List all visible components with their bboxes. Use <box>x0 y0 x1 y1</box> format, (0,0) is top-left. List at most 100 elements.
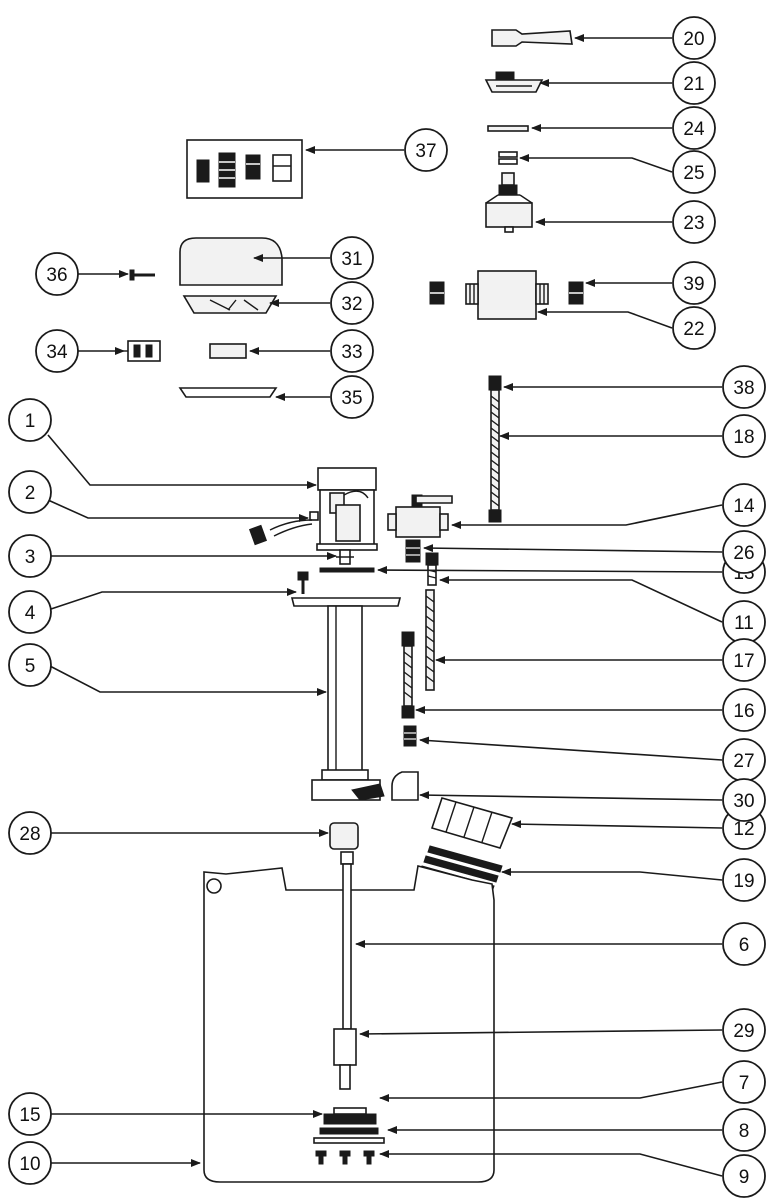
callout-8: 8 <box>722 1108 766 1152</box>
callout-11: 11 <box>722 600 766 644</box>
callout-circle <box>330 236 374 280</box>
part-shaft <box>336 549 354 565</box>
callout-circle <box>672 261 716 305</box>
callout-number: 20 <box>683 29 704 50</box>
callout-number: 6 <box>739 935 750 956</box>
callout-1: 1 <box>8 398 52 442</box>
callout-number: 3 <box>25 547 36 568</box>
part-coupler <box>209 343 247 359</box>
callout-number: 19 <box>733 871 754 892</box>
callout-number: 25 <box>683 163 704 184</box>
part-fitting-kit <box>186 139 303 199</box>
leader-7 <box>379 1081 723 1102</box>
part-nozzle-body <box>485 172 533 233</box>
callout-19: 19 <box>722 858 766 902</box>
callout-number: 10 <box>19 1154 40 1175</box>
part-pump-column <box>290 597 402 801</box>
callout-number: 18 <box>733 427 754 448</box>
leader-22 <box>537 308 673 329</box>
callout-2: 2 <box>8 470 52 514</box>
callout-number: 38 <box>733 378 754 399</box>
part-nozzle-tip <box>491 29 573 47</box>
part-fan <box>182 295 278 314</box>
leader-14 <box>451 504 723 529</box>
callout-number: 30 <box>733 791 754 812</box>
part-drain-cap <box>313 1107 385 1144</box>
callout-24: 24 <box>672 106 716 150</box>
callout-35: 35 <box>330 375 374 419</box>
callout-29: 29 <box>722 1008 766 1052</box>
callout-circle <box>8 811 52 855</box>
callout-number: 8 <box>739 1121 750 1142</box>
part-nut-left <box>429 281 445 305</box>
callout-circle <box>672 106 716 150</box>
callout-34: 34 <box>35 329 79 373</box>
part-gasket-13 <box>319 567 375 573</box>
leader-25 <box>519 154 673 173</box>
callout-number: 22 <box>683 319 704 340</box>
part-bolt-4 <box>297 571 309 594</box>
leader-5 <box>47 664 327 696</box>
leader-19 <box>501 868 723 881</box>
callout-circle <box>8 590 52 634</box>
callout-circle <box>722 858 766 902</box>
part-fitting-27 <box>403 725 417 747</box>
callout-26: 26 <box>722 530 766 574</box>
callout-circle <box>8 643 52 687</box>
part-nut-right <box>568 281 584 305</box>
callout-circle <box>722 530 766 574</box>
callout-circle <box>672 16 716 60</box>
callout-25: 25 <box>672 150 716 194</box>
callout-number: 36 <box>46 265 67 286</box>
callout-number: 29 <box>733 1021 754 1042</box>
callout-number: 23 <box>683 213 704 234</box>
callout-circle <box>672 306 716 350</box>
leader-4 <box>47 588 297 611</box>
callout-3: 3 <box>8 534 52 578</box>
part-filter-cap <box>329 822 359 850</box>
callout-circle <box>722 688 766 732</box>
part-fitting-11 <box>425 552 439 586</box>
callout-number: 21 <box>683 74 704 95</box>
leader-26 <box>423 544 723 553</box>
callout-number: 15 <box>19 1105 40 1126</box>
part-valve <box>387 494 453 563</box>
callout-6: 6 <box>722 922 766 966</box>
callout-circle <box>8 470 52 514</box>
callout-28: 28 <box>8 811 52 855</box>
callout-number: 11 <box>734 613 754 634</box>
callout-circle <box>672 200 716 244</box>
callout-number: 39 <box>683 274 704 295</box>
callout-circle <box>672 61 716 105</box>
callout-16: 16 <box>722 688 766 732</box>
part-hose-16 <box>401 631 415 719</box>
leader-1 <box>47 434 317 489</box>
callout-circle <box>330 329 374 373</box>
part-motor-cover <box>179 237 283 286</box>
callout-number: 1 <box>25 411 36 432</box>
part-fill-cap <box>430 797 514 849</box>
callout-22: 22 <box>672 306 716 350</box>
callout-number: 5 <box>25 656 36 677</box>
leader-27 <box>419 736 723 761</box>
callout-4: 4 <box>8 590 52 634</box>
leader-13 <box>377 566 723 575</box>
callout-bubbles: 1234567891011121314151617181920212223242… <box>8 16 766 1198</box>
part-screws-9 <box>315 1150 375 1165</box>
part-elbow <box>391 771 419 801</box>
callout-circle <box>722 1154 766 1198</box>
part-filter-29 <box>333 1028 357 1090</box>
callout-14: 14 <box>722 483 766 527</box>
callout-circle <box>722 1060 766 1104</box>
callout-number: 2 <box>25 483 36 504</box>
leader-12 <box>511 820 723 829</box>
callout-18: 18 <box>722 414 766 458</box>
part-hose-17 <box>425 589 435 691</box>
callout-number: 12 <box>733 819 754 840</box>
callout-15: 15 <box>8 1092 52 1136</box>
callout-number: 28 <box>19 824 40 845</box>
callout-31: 31 <box>330 236 374 280</box>
callout-5: 5 <box>8 643 52 687</box>
callout-circle <box>8 398 52 442</box>
callout-number: 35 <box>341 388 362 409</box>
